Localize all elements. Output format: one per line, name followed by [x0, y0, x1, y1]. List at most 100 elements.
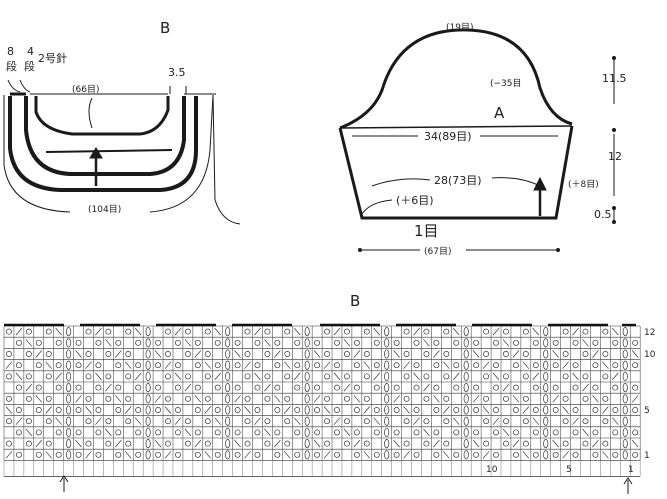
decrease-symbol [602, 406, 609, 414]
cable-symbol [145, 416, 151, 426]
yarn-over-symbol [174, 429, 181, 436]
decrease-symbol [184, 383, 192, 392]
yarn-over-symbol [75, 451, 82, 458]
cable-symbol [225, 394, 231, 404]
yarn-over-symbol [572, 384, 579, 391]
yarn-over-symbol [572, 407, 579, 413]
yarn-over-symbol [125, 351, 132, 357]
decrease-symbol [95, 327, 102, 336]
yarn-over-symbol [433, 429, 440, 436]
cable-symbol [622, 349, 628, 359]
cable-symbol [225, 360, 231, 370]
yarn-over-symbol [393, 407, 400, 413]
needle-size-label: 2号針 [38, 51, 67, 65]
yarn-over-symbol [204, 328, 211, 335]
yarn-over-symbol [413, 339, 420, 346]
cable-symbol [66, 427, 72, 437]
dimension-dot [556, 248, 560, 252]
yarn-over-symbol [582, 418, 589, 425]
yarn-over-symbol [25, 440, 32, 447]
decrease-symbol [472, 395, 480, 403]
yarn-over-symbol [234, 339, 241, 346]
cable-symbol [66, 338, 72, 348]
decrease-symbol [393, 350, 400, 358]
yarn-over-symbol [324, 395, 330, 402]
yarn-over-symbol [373, 339, 380, 346]
decrease-symbol [512, 439, 520, 448]
yarn-over-symbol [85, 440, 92, 447]
decrease-symbol [284, 406, 291, 414]
yarn-over-symbol [55, 384, 62, 391]
yarn-over-symbol [324, 440, 330, 447]
outer-stitch-count: (104目) [88, 204, 121, 215]
decrease-symbol [612, 327, 619, 336]
yarn-over-symbol [343, 395, 350, 402]
decrease-symbol [373, 417, 381, 425]
yarn-over-symbol [592, 407, 599, 413]
cable-symbol [622, 439, 628, 449]
yarn-over-symbol [632, 384, 639, 391]
decrease-symbol [35, 350, 43, 358]
yarn-over-symbol [473, 339, 480, 346]
decrease-symbol [393, 395, 400, 403]
yarn-over-symbol [155, 339, 162, 346]
side-measure: 3.5 [168, 66, 186, 79]
yarn-over-symbol [423, 328, 430, 335]
decrease-symbol [453, 372, 460, 381]
yarn-over-symbol [473, 407, 480, 413]
yarn-over-symbol [194, 339, 201, 346]
yarn-over-symbol [334, 384, 340, 391]
yarn-over-symbol [433, 339, 440, 346]
cable-symbol [304, 338, 310, 348]
decrease-symbol [55, 417, 62, 425]
yarn-over-symbol [264, 440, 271, 447]
row-number-5: 5 [644, 406, 650, 416]
cable-symbol [622, 383, 628, 393]
decrease-symbol [204, 406, 212, 414]
yarn-over-symbol [174, 384, 181, 391]
decrease-symbol [482, 406, 490, 414]
cable-symbol [543, 394, 549, 404]
yarn-over-symbol [294, 362, 301, 369]
decrease-symbol [124, 361, 132, 369]
rows-4-unit: 段 [24, 59, 35, 73]
decrease-symbol [403, 406, 410, 414]
row-number-12: 12 [644, 328, 655, 338]
decrease-symbol [343, 428, 351, 437]
yarn-over-symbol [15, 451, 22, 458]
yarn-over-symbol [314, 451, 321, 458]
yarn-over-symbol [75, 407, 82, 413]
column-number-5: 5 [566, 465, 572, 475]
yarn-over-symbol [373, 451, 380, 458]
yarn-over-symbol [45, 395, 52, 402]
yarn-over-symbol [15, 407, 22, 413]
yarn-over-symbol [443, 418, 450, 425]
cable-symbol [145, 439, 151, 449]
decrease-symbol [492, 327, 500, 336]
cable-symbol [66, 450, 72, 460]
yarn-over-symbol [363, 440, 370, 447]
yarn-over-symbol [363, 418, 370, 425]
yarn-over-symbol [95, 339, 102, 346]
yarn-over-symbol [274, 339, 281, 346]
decrease-symbol [5, 406, 13, 414]
yarn-over-symbol [582, 373, 589, 380]
cable-symbol [622, 338, 628, 348]
yarn-over-symbol [174, 339, 181, 346]
decrease-symbol [115, 350, 122, 358]
cable-symbol [66, 439, 72, 449]
yarn-over-symbol [582, 351, 589, 357]
decrease-symbol [204, 361, 212, 369]
cable-symbol [543, 371, 549, 381]
stitch-chart-grid [3, 323, 641, 477]
yarn-over-symbol [115, 339, 122, 346]
yarn-over-symbol [25, 418, 32, 425]
yarn-over-symbol [582, 440, 589, 447]
yarn-over-symbol [413, 451, 420, 458]
yarn-over-symbol [174, 407, 181, 413]
yarn-over-symbol [522, 418, 529, 425]
yarn-over-symbol [334, 451, 340, 458]
yarn-over-symbol [174, 362, 181, 369]
yarn-over-symbol [204, 418, 211, 425]
yarn-over-symbol [125, 373, 132, 380]
